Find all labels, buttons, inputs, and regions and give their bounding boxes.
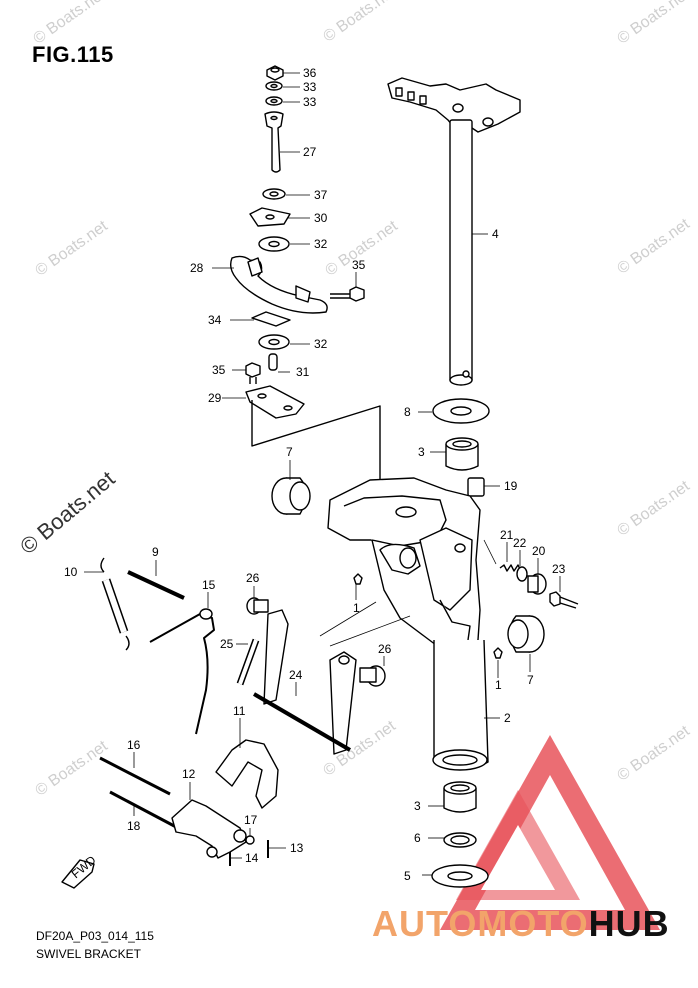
- lever-24: [252, 609, 357, 755]
- callout-15: 15: [202, 578, 216, 592]
- callout-33: 33: [303, 95, 317, 109]
- figure-title: FIG.115: [32, 42, 114, 67]
- pad-34: [251, 311, 291, 327]
- callout-2: 2: [504, 711, 511, 725]
- callout-1: 1: [353, 601, 360, 615]
- washer-17: [245, 835, 255, 845]
- callout-21: 21: [500, 528, 514, 542]
- callout-8: 8: [404, 405, 411, 419]
- knob-20: [527, 573, 547, 595]
- callout-33: 33: [303, 80, 317, 94]
- callout-17: 17: [244, 813, 258, 827]
- fwd-arrow-icon: [61, 859, 95, 889]
- callout-9: 9: [152, 545, 159, 559]
- rod-16: [99, 756, 171, 796]
- callout-19: 19: [504, 479, 518, 493]
- brand-part1: AUTOMOTO: [372, 903, 589, 944]
- bolt-35: [330, 286, 365, 302]
- rod-15: [149, 608, 215, 735]
- figure-caption: SWIVEL BRACKET: [36, 947, 141, 961]
- callout-20: 20: [532, 544, 546, 558]
- callout-1: 1: [495, 678, 502, 692]
- callout-36: 36: [303, 66, 317, 80]
- callout-25: 25: [220, 637, 234, 651]
- callout-37: 37: [314, 188, 328, 202]
- pin-9: [127, 570, 185, 600]
- callout-4: 4: [492, 227, 499, 241]
- callout-32: 32: [314, 337, 328, 351]
- bolt-26: [359, 665, 386, 687]
- nut-36: [266, 65, 284, 81]
- callout-24: 24: [289, 668, 303, 682]
- grease-nipple-1: [353, 573, 363, 585]
- bushing-3: [445, 437, 479, 471]
- swivel-bracket-body: [327, 477, 489, 771]
- bolt-23: [549, 591, 579, 609]
- pad-19: [467, 477, 485, 497]
- callout-12: 12: [182, 767, 196, 781]
- link-11: [215, 739, 279, 809]
- plate-29: [245, 385, 305, 419]
- spring-10: [100, 557, 130, 651]
- callout-7: 7: [286, 445, 293, 459]
- callout-34: 34: [208, 313, 222, 327]
- callout-29: 29: [208, 391, 222, 405]
- callout-10: 10: [64, 565, 78, 579]
- lever-27: [264, 111, 284, 173]
- callout-6: 6: [414, 831, 421, 845]
- callout-23: 23: [552, 562, 566, 576]
- spring-21: [499, 564, 522, 572]
- rod-18: [109, 790, 179, 830]
- callout-35: 35: [212, 363, 226, 377]
- bushing-3: [443, 781, 477, 813]
- callout-30: 30: [314, 211, 328, 225]
- callout-13: 13: [290, 841, 304, 855]
- pin-31: [268, 353, 278, 371]
- bracket-12: [171, 799, 247, 859]
- leader-lines: [84, 72, 561, 876]
- callout-3: 3: [418, 445, 425, 459]
- callout-3: 3: [414, 799, 421, 813]
- callout-32: 32: [314, 237, 328, 251]
- callout-28: 28: [190, 261, 204, 275]
- spring-25: [236, 638, 260, 686]
- callout-35: 35: [352, 258, 366, 272]
- callout-31: 31: [296, 365, 310, 379]
- callout-16: 16: [127, 738, 141, 752]
- assembly-lines: [319, 539, 497, 647]
- friction-bracket-28: [229, 255, 328, 314]
- grease-nipple-1: [493, 647, 503, 659]
- callout-26: 26: [378, 642, 392, 656]
- bushing-7: [271, 477, 311, 515]
- callout-14: 14: [245, 851, 259, 865]
- bolt-35: [245, 362, 261, 384]
- callout-11: 11: [233, 704, 246, 718]
- bolt-26: [246, 597, 269, 615]
- callout-26: 26: [246, 571, 260, 585]
- washer-22: [516, 566, 528, 582]
- brand-logo: AUTOMOTOHUB: [372, 904, 670, 944]
- bushing-7: [507, 615, 545, 653]
- callout-7: 7: [527, 673, 534, 687]
- callout-labels: 36 33 33 27 37 30 32 28 35 34 32 35 31 2…: [64, 66, 566, 883]
- figure-code: DF20A_P03_014_115: [36, 929, 154, 943]
- callout-5: 5: [404, 869, 411, 883]
- callout-27: 27: [303, 145, 317, 159]
- callout-22: 22: [513, 536, 527, 550]
- steering-shaft-4: [387, 77, 521, 386]
- callout-18: 18: [127, 819, 141, 833]
- brand-part2: HUB: [588, 903, 670, 944]
